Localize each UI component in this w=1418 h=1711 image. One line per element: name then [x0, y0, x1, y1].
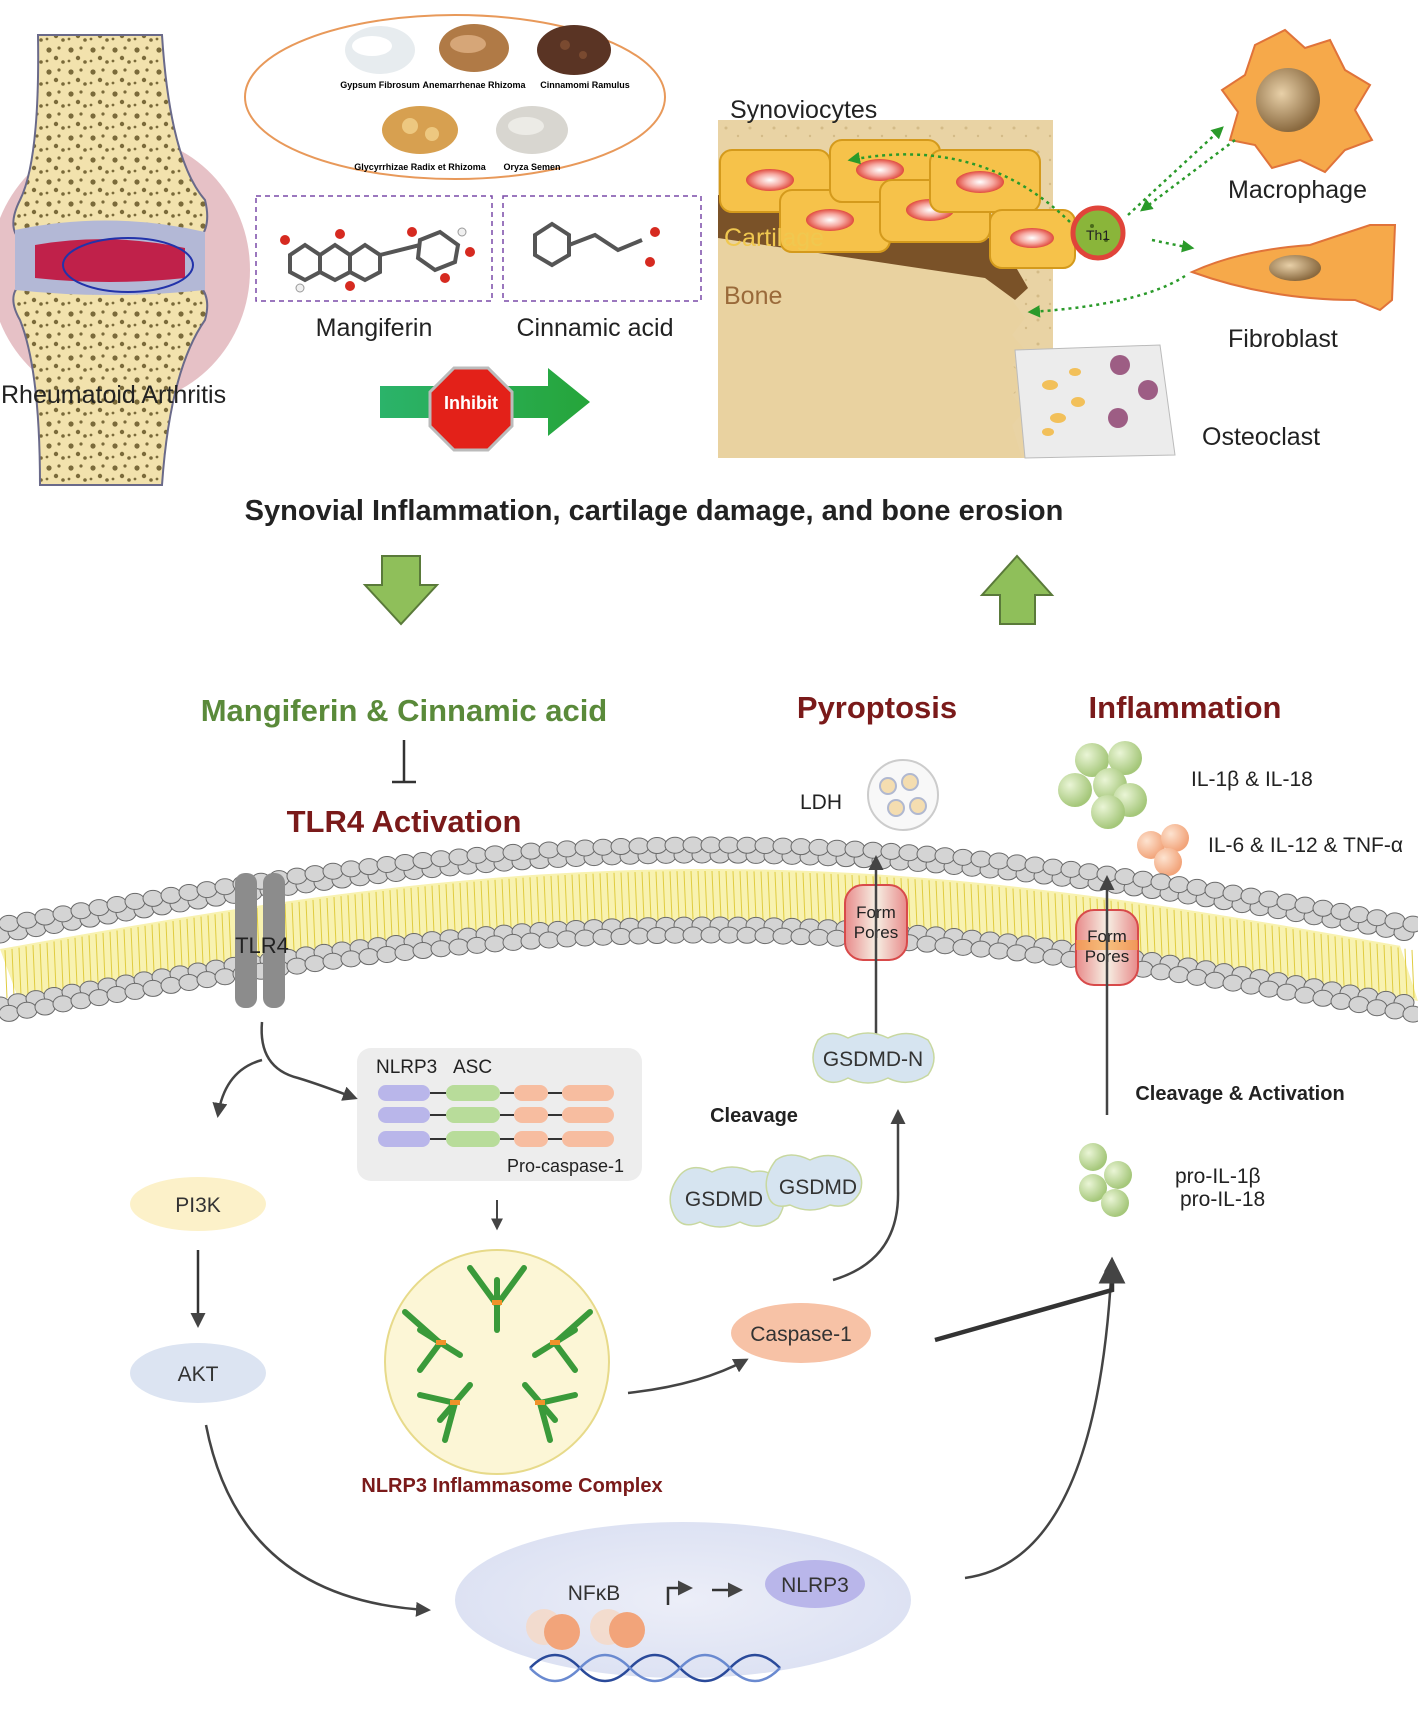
tlr4-label: TLR4 [235, 933, 289, 958]
up-arrow-icon [979, 554, 1055, 625]
tlr4-activation-heading: TLR4 Activation [287, 804, 522, 839]
cytokine-cluster-icon [1058, 741, 1147, 829]
signal-arrows [847, 126, 1236, 318]
th1-label: Th1 [1086, 227, 1110, 243]
inhibit-label: Inhibit [444, 393, 498, 413]
il6-il12-tnf-label: IL-6 & IL-12 & TNF-α [1208, 834, 1403, 857]
transcription-arrow-icon [666, 1580, 743, 1605]
gsdmd-label: GSDMD [779, 1176, 857, 1199]
mangiferin-structure-icon [288, 229, 461, 283]
bone-label: Bone [724, 282, 782, 310]
herb-label: Glycyrrhizae Radix et Rhizoma [354, 162, 487, 172]
mangiferin-atoms [280, 227, 475, 293]
nlrp3-gene-label: NLRP3 [781, 1574, 849, 1597]
th1-cell [1070, 205, 1126, 261]
tlr4-receptor-icon [235, 873, 285, 1008]
synoviocyte-cells [719, 139, 1076, 269]
cinnamic-acid-structure-icon [533, 221, 643, 268]
herb-label: Gypsum Fibrosum [340, 80, 420, 90]
synoviocytes-label: Synoviocytes [730, 96, 877, 124]
atom-icon [650, 227, 660, 237]
cell-membrane [0, 836, 1418, 1023]
pro-il-cluster-icon [1079, 1143, 1132, 1217]
gsdmd-node [669, 1166, 785, 1228]
inflammasome-components-icon [378, 1085, 614, 1147]
herb-image-2 [439, 24, 509, 72]
cinnamic-acid-box [502, 195, 702, 302]
pi3k-label: PI3K [175, 1194, 221, 1217]
macrophage-label: Macrophage [1228, 176, 1367, 204]
herb-panel [244, 14, 666, 180]
inflammation-heading: Inflammation [1089, 690, 1282, 725]
macrophage-cell [1220, 28, 1374, 174]
treatment-heading: Mangiferin & Cinnamic acid [201, 693, 608, 728]
pro-caspase-label: Pro-caspase-1 [507, 1156, 624, 1176]
herb-label: Cinnamomi Ramulus [540, 80, 630, 90]
cytokine-peach-icon [1137, 824, 1189, 876]
caspase1-node [731, 1303, 871, 1363]
nfkb-label: NFκB [568, 1582, 621, 1605]
headline: Synovial Inflammation, cartilage damage,… [245, 495, 1064, 527]
stop-sign-icon [428, 366, 514, 452]
nlrp3-gene-node [765, 1560, 865, 1608]
dna-helix-icon [529, 1653, 781, 1683]
nfkb-dimer-icon [526, 1609, 645, 1650]
inhibit-bar-icon [392, 740, 416, 784]
akt-node [130, 1343, 266, 1403]
inflammasome-label: NLRP3 Inflammasome Complex [361, 1475, 662, 1497]
herb-label: Anemarrhenae Rhizoma [422, 80, 526, 90]
pi3k-node [130, 1177, 266, 1231]
down-arrow-icon [362, 555, 440, 626]
fibroblast-label: Fibroblast [1228, 325, 1338, 353]
il1b-il18-label: IL-1β & IL-18 [1191, 768, 1313, 791]
herb-label: Oryza Semen [503, 162, 560, 172]
gsdmd-n-node [812, 1032, 935, 1084]
merge-arrow [934, 1256, 1126, 1343]
caspase1-label: Caspase-1 [750, 1323, 852, 1346]
joint-illustration [0, 34, 250, 486]
akt-label: AKT [178, 1363, 219, 1386]
nlrp3-label: NLRP3 [376, 1057, 437, 1078]
gsdmd-node [765, 1154, 863, 1211]
mangiferin-box [255, 195, 493, 302]
asc-label: ASC [453, 1057, 492, 1078]
herb-image-1 [345, 26, 415, 74]
fibroblast-cell [1189, 224, 1397, 312]
cartilage-label: Cartilage [724, 224, 824, 252]
herb-image-3 [537, 25, 611, 75]
flow-arrows [204, 1021, 1119, 1617]
pro-il18-label: pro-IL-18 [1180, 1188, 1265, 1211]
cleavage-activation-label: Cleavage & Activation [1135, 1083, 1344, 1105]
herb-image-4 [382, 106, 458, 154]
ldh-vesicle-icon [867, 759, 939, 831]
joint-label: Rheumatoid Arthritis [1, 381, 226, 409]
compound-label-mangiferin: Mangiferin [316, 314, 433, 342]
inflammasome-complex-icon [384, 1249, 610, 1475]
herb-image-5 [496, 106, 568, 154]
gsdmd-n-label: GSDMD-N [823, 1048, 923, 1071]
atom-icon [645, 257, 655, 267]
ldh-label: LDH [800, 791, 842, 814]
osteoclast-label: Osteoclast [1202, 423, 1320, 451]
pyroptosis-heading: Pyroptosis [797, 690, 957, 725]
pro-il1b-label: pro-IL-1β [1175, 1165, 1261, 1188]
compound-label-cinnamic: Cinnamic acid [516, 314, 673, 342]
gsdmd-label: GSDMD [685, 1188, 763, 1211]
cleavage-label: Cleavage [710, 1105, 798, 1127]
